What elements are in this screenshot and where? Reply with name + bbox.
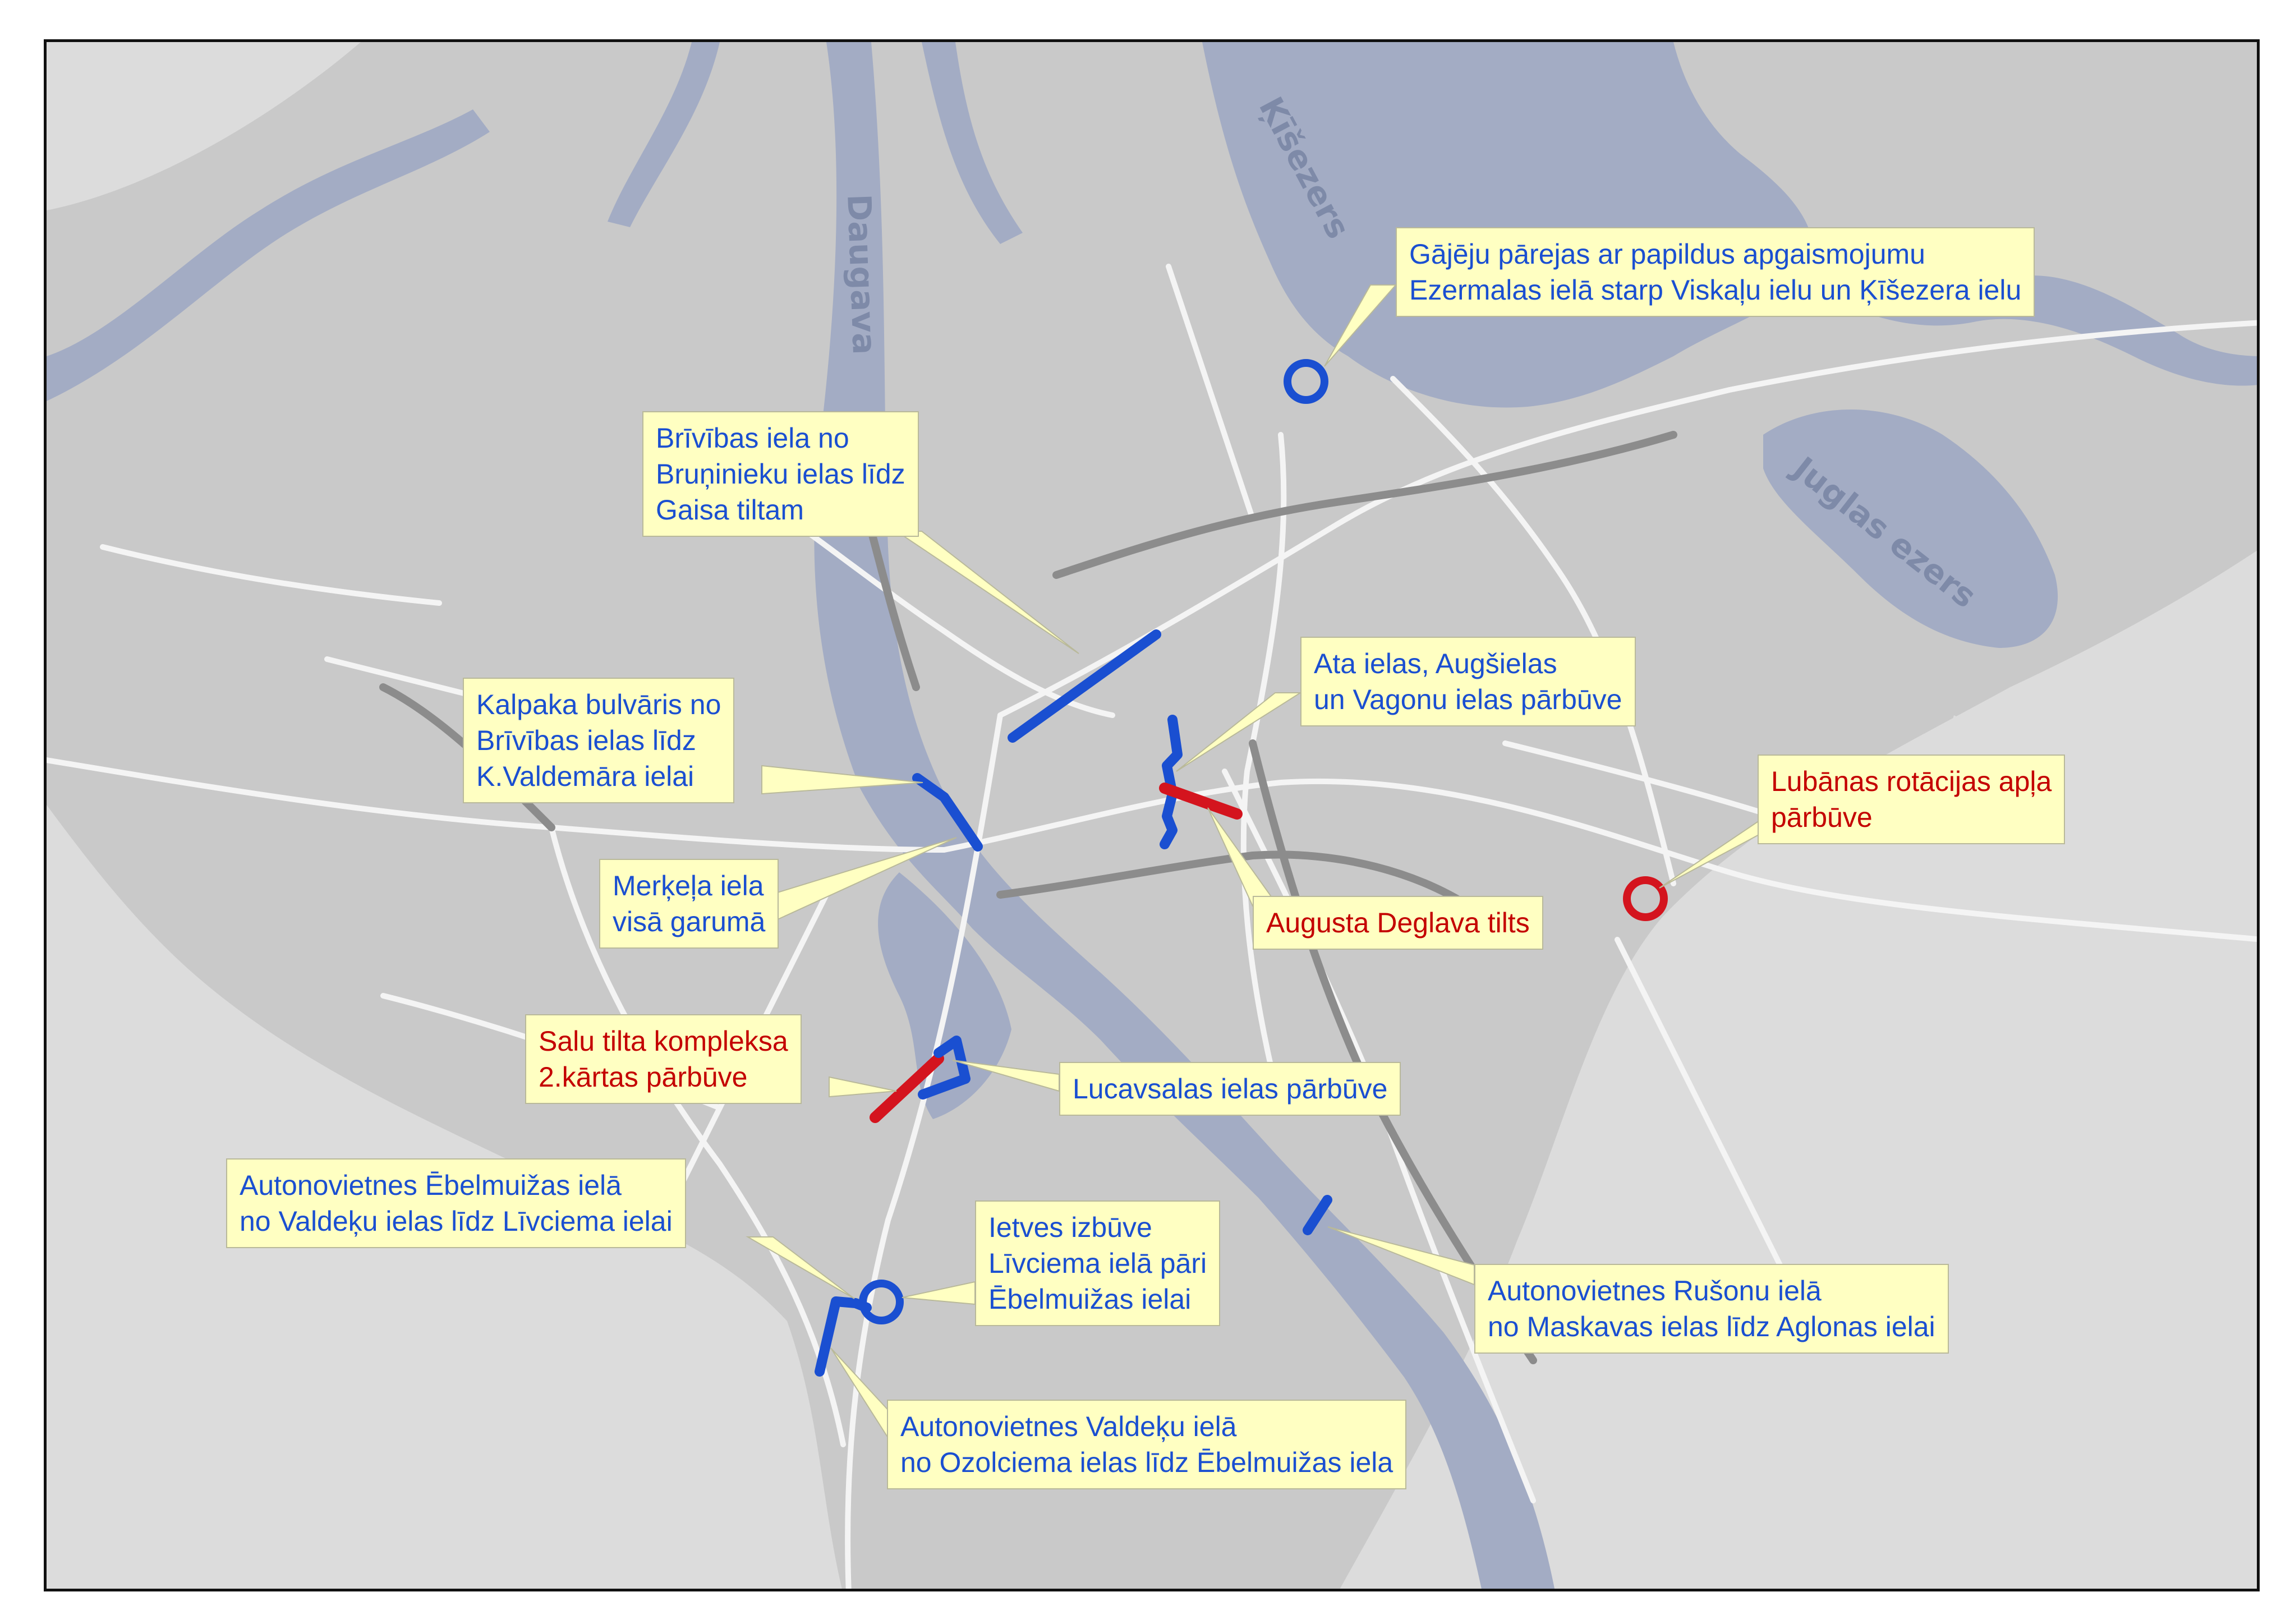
callout-line: Ata ielas, Augšielas — [1314, 648, 1557, 679]
callout-valdeku: Autonovietnes Valdeķu ielā no Ozolciema … — [887, 1400, 1407, 1489]
daugava-label: Daugava — [840, 193, 884, 356]
project-lines — [815, 359, 1668, 1377]
pointer-ata — [1176, 692, 1303, 772]
callout-line: Lubānas rotācijas apļa — [1771, 766, 2052, 797]
callout-line: Autonovietnes Valdeķu ielā — [900, 1411, 1237, 1442]
rusonu-segment — [1303, 1195, 1332, 1235]
callout-line: Līvciema ielā pāri — [988, 1248, 1207, 1279]
callout-brivibas-iela: Brīvības iela no Bruņinieku ielas līdz G… — [642, 411, 919, 537]
callout-line: visā garumā — [613, 906, 766, 937]
deglava-bridge-segment — [1159, 783, 1243, 820]
callout-line: Brīvības ielas līdz — [476, 725, 696, 756]
map-frame: Ķīšezers Daugava Juglas ezers Gājēju pār… — [44, 39, 2260, 1591]
callout-line: 2.kārtas pārbūve — [539, 1061, 748, 1093]
kalpaka-segment — [912, 773, 983, 852]
lubanas-circle — [1623, 876, 1668, 921]
pointer-salu — [829, 1076, 897, 1098]
callout-pointers — [746, 284, 1783, 1437]
north-channel-2 — [922, 42, 1023, 244]
callout-line: Gaisa tiltam — [656, 494, 804, 526]
callout-line: Lucavsalas ielas pārbūve — [1073, 1073, 1388, 1105]
callout-line: Ēbelmuižas ielai — [988, 1283, 1192, 1315]
callout-merkela-iela: Merķeļa iela visā garumā — [599, 859, 779, 949]
livciema-circle — [859, 1280, 904, 1324]
callout-line: no Ozolciema ielas līdz Ēbelmuižas iela — [900, 1447, 1393, 1478]
daugava-delta — [878, 872, 1011, 1119]
callout-deglava-tilts: Augusta Deglava tilts — [1253, 896, 1543, 950]
callout-lucavsalas: Lucavsalas ielas pārbūve — [1059, 1062, 1401, 1116]
callout-line: Kalpaka bulvāris no — [476, 689, 721, 720]
callout-ebelmuizas: Autonovietnes Ēbelmuižas ielā no Valdeķu… — [226, 1158, 686, 1248]
callout-salu-tilts: Salu tilta kompleksa 2.kārtas pārbūve — [525, 1014, 802, 1104]
callout-line: pārbūve — [1771, 802, 1873, 833]
juglas-lake — [1763, 410, 2058, 648]
callout-line: no Maskavas ielas līdz Aglonas ielai — [1488, 1311, 1935, 1342]
callout-line: Brīvības iela no — [656, 422, 849, 454]
callout-kalpaka-bulvaris: Kalpaka bulvāris no Brīvības ielas līdz … — [463, 678, 735, 803]
north-channel — [608, 42, 720, 227]
callout-line: Augusta Deglava tilts — [1266, 907, 1530, 938]
callout-rusonu: Autonovietnes Rušonu ielā no Maskavas ie… — [1474, 1264, 1949, 1354]
callout-line: Salu tilta kompleksa — [539, 1025, 788, 1057]
callout-line: un Vagonu ielas pārbūve — [1314, 684, 1622, 715]
salu-bridge-segment — [870, 1053, 944, 1123]
callout-ietves: Ietves izbūve Līvciema ielā pāri Ēbelmui… — [975, 1200, 1221, 1326]
callout-line: Ietves izbūve — [988, 1212, 1152, 1243]
pointer-ebelmuizas — [746, 1236, 855, 1299]
outer-area — [1675, 715, 2257, 1589]
callout-line: Merķeļa iela — [613, 870, 764, 901]
lielupe-branch — [47, 109, 490, 401]
callout-line: Autonovietnes Rušonu ielā — [1488, 1275, 1822, 1306]
callout-line: no Valdeķu ielas līdz Līvciema ielai — [240, 1206, 673, 1237]
callout-ata-ielas: Ata ielas, Augšielas un Vagonu ielas pār… — [1300, 637, 1636, 726]
callout-lubanas: Lubānas rotācijas apļa pārbūve — [1758, 755, 2066, 844]
callout-line: Ezermalas ielā starp Viskaļu ielu un Ķīš… — [1409, 274, 2022, 306]
callout-line: Gājēju pārejas ar papildus apgaismojumu — [1409, 238, 1925, 270]
callout-line: Autonovietnes Ēbelmuižas ielā — [240, 1170, 622, 1201]
brivibas-segment — [1008, 629, 1161, 743]
callout-line: Bruņinieku ielas līdz — [656, 458, 905, 490]
callout-line: K.Valdemāra ielai — [476, 761, 695, 792]
lucavsalas-segment — [918, 1036, 971, 1099]
daugava-river — [814, 42, 1554, 1589]
ezermalas-circle — [1284, 359, 1328, 404]
pointer-gajeju — [1324, 284, 1397, 367]
pointer-kalpaka — [761, 765, 923, 795]
callout-gajeju-parejas: Gājēju pārejas ar papildus apgaismojumu … — [1396, 227, 2035, 317]
